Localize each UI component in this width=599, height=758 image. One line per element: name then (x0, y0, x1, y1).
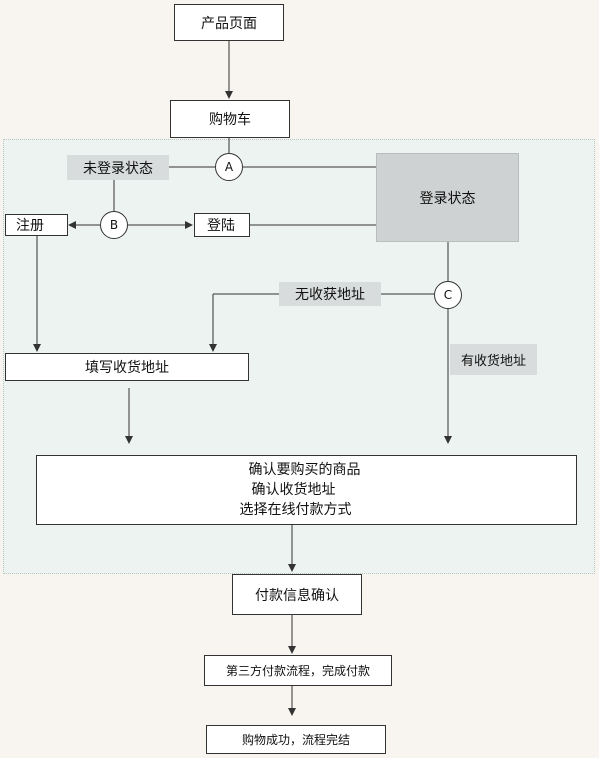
not-logged-in-label: 未登录状态 (67, 155, 169, 180)
success-node: 购物成功，流程完结 (206, 725, 386, 754)
fill-address-node: 填写收货地址 (5, 353, 249, 381)
login-node: 登陆 (194, 213, 250, 237)
no-address-label: 无收获地址 (279, 282, 381, 306)
connector-b: B (100, 211, 128, 239)
third-party-payment-node: 第三方付款流程，完成付款 (204, 655, 392, 686)
connector-c: C (434, 281, 462, 309)
cart-node: 购物车 (170, 100, 290, 138)
logged-in-node: 登录状态 (376, 153, 519, 242)
confirm-line-1: 确认要购买的商品 (248, 462, 361, 478)
confirm-order-node: 确认要购买的商品 确认收货地址 选择在线付款方式 (36, 455, 577, 525)
payment-confirm-node: 付款信息确认 (232, 574, 362, 615)
product-page-node: 产品页面 (174, 4, 284, 41)
confirm-line-3: 选择在线付款方式 (239, 502, 352, 518)
has-address-label: 有收货地址 (450, 344, 537, 375)
register-node: 注册 (5, 214, 68, 236)
connector-a: A (215, 153, 243, 181)
confirm-line-2: 确认收货地址 (251, 482, 336, 498)
